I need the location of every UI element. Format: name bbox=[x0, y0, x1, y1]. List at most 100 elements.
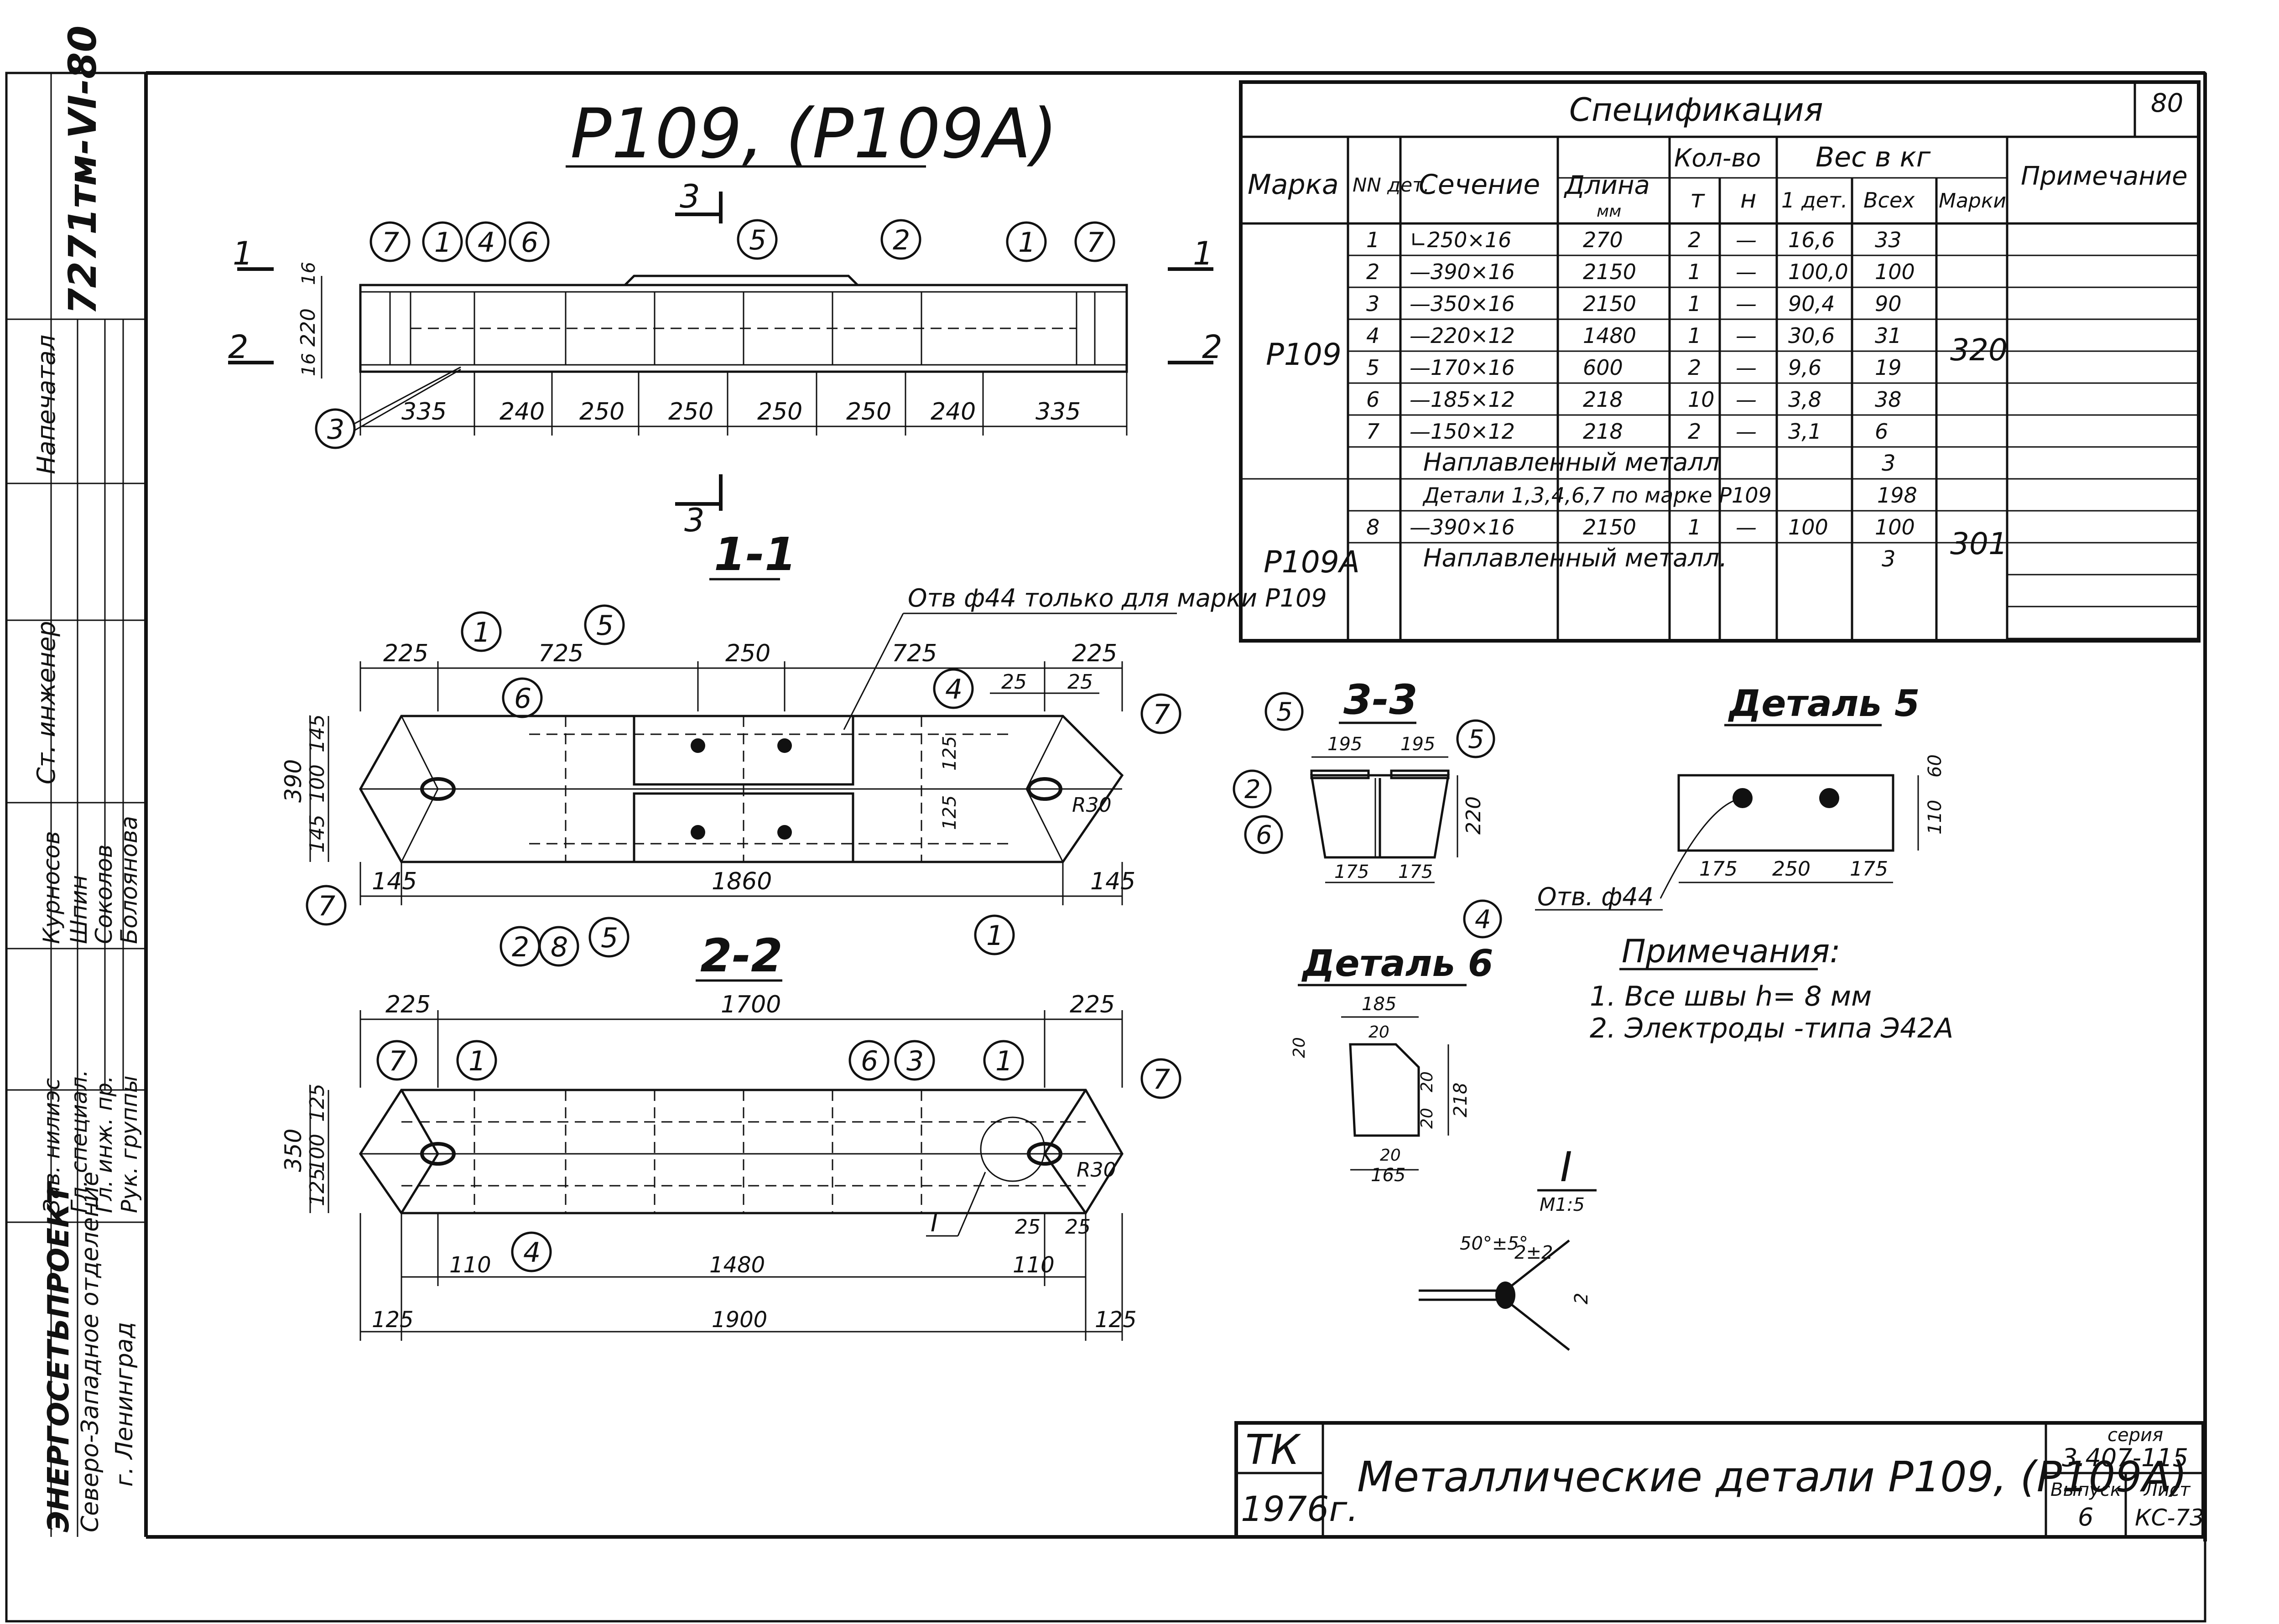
dim-s22-b1-3: 110 bbox=[1013, 1252, 1055, 1278]
svg-text:7: 7 bbox=[318, 890, 335, 922]
dim-top-7: 240 bbox=[931, 398, 976, 425]
detail-6: Деталь 6 185 20 20 20 218 20 165 20 bbox=[1290, 942, 1493, 1186]
tb-tk: ТК bbox=[1245, 1426, 1301, 1474]
tb-seria-label: серия bbox=[2107, 1425, 2163, 1446]
spec-cell-t: 2 bbox=[1688, 419, 1701, 444]
spec-cell-t: 1 bbox=[1688, 291, 1701, 316]
balloon-top-4: 4 bbox=[465, 221, 506, 262]
stamp-org: ЭНЕРГОСЕТЬПРОЕКТ bbox=[42, 1182, 76, 1532]
svg-text:6: 6 bbox=[861, 1045, 878, 1077]
dim-s22-left-2: 100 bbox=[306, 1134, 329, 1172]
dim-top-5: 250 bbox=[757, 398, 802, 425]
spec-cell-len: 2150 bbox=[1583, 291, 1636, 316]
dim-top-4: 250 bbox=[668, 398, 713, 425]
balloon-s11-2: 2 bbox=[500, 926, 541, 967]
stamp-role-2: Ст. инженер bbox=[32, 621, 61, 784]
balloon-s22-3: 3 bbox=[894, 1040, 935, 1081]
spec-cell-t: 1 bbox=[1688, 515, 1701, 540]
svg-text:1 дет.: 1 дет. bbox=[1781, 188, 1847, 213]
spec-mark-p109: Р109 bbox=[1266, 337, 1342, 372]
spec-cell-len: 218 bbox=[1583, 387, 1623, 412]
dim-top-h3: 16 bbox=[298, 353, 319, 376]
svg-text:5: 5 bbox=[1468, 725, 1484, 754]
stamp-name-2: Шпин bbox=[66, 875, 92, 944]
spec-cell-n: 7 bbox=[1366, 419, 1379, 444]
dim-d5-2: 250 bbox=[1772, 857, 1811, 881]
note-1: 1. Все швы h= 8 мм bbox=[1590, 981, 1872, 1012]
spec-cell-all: 100 bbox=[1875, 259, 1915, 284]
node-I-label: I bbox=[931, 1209, 938, 1237]
balloon-s22-4: 4 bbox=[511, 1231, 552, 1272]
dim-top-2: 240 bbox=[500, 398, 545, 425]
spec-cell-n: 4 bbox=[1366, 323, 1379, 348]
section-3-3-title: 3-3 bbox=[1343, 676, 1418, 724]
spec-cell-one: 30,6 bbox=[1788, 323, 1835, 348]
dim-s22-b1-2: 1480 bbox=[709, 1252, 765, 1278]
balloon-s22-6: 6 bbox=[848, 1040, 890, 1081]
svg-text:Примечание: Примечание bbox=[2021, 161, 2188, 191]
spec-total-p109a: 301 bbox=[1950, 526, 2008, 561]
spec-cell-one: 16,6 bbox=[1788, 228, 1835, 252]
spec-cell-t: 1 bbox=[1688, 259, 1701, 284]
dim-s22-left-3: 125 bbox=[306, 1168, 329, 1206]
balloon-s11-4: 4 bbox=[933, 668, 974, 709]
spec-cell-len: 600 bbox=[1583, 355, 1623, 380]
spec-details-all: 198 bbox=[1877, 483, 1917, 508]
notes-title: Примечания: bbox=[1622, 933, 1841, 970]
section-1-1-title: 1-1 bbox=[714, 528, 796, 581]
spec-cell-n: 1 bbox=[1366, 228, 1379, 252]
dim-s33-top-1: 195 bbox=[1327, 734, 1362, 755]
svg-text:4: 4 bbox=[523, 1237, 541, 1269]
spec-cell-n: 6 bbox=[1366, 387, 1379, 412]
spec-cell-all: 31 bbox=[1875, 323, 1902, 348]
side-stamp: 7271тм-VI-80 Напечатал Ст. инженер Курно… bbox=[6, 26, 146, 1537]
dim-d6-2: 20 bbox=[1368, 1023, 1389, 1042]
stamp-code: 7271тм-VI-80 bbox=[60, 26, 105, 315]
spec-cell-sec: —350×16 bbox=[1410, 291, 1515, 316]
spec-cell-n: 8 bbox=[1366, 515, 1379, 540]
spec-cell-one: 3,8 bbox=[1788, 387, 1821, 412]
dim-d5-r2: 110 bbox=[1925, 800, 1946, 835]
svg-text:4: 4 bbox=[478, 227, 495, 259]
dim-s11-top-3: 250 bbox=[725, 640, 770, 667]
dim-s11-left-3: 145 bbox=[306, 815, 329, 853]
balloon-s33-2: 2 bbox=[1233, 769, 1272, 809]
section-2-2-title: 2-2 bbox=[700, 929, 783, 982]
balloon-s11-7b: 7 bbox=[306, 885, 347, 926]
page-number: 80 bbox=[2151, 88, 2183, 118]
svg-text:3: 3 bbox=[327, 414, 344, 446]
spec-cell-all: 90 bbox=[1875, 291, 1902, 316]
balloon-s33-5b: 5 bbox=[1456, 719, 1495, 758]
spec-cell-sec: —185×12 bbox=[1410, 387, 1515, 412]
spec-cell-h: — bbox=[1736, 355, 1757, 380]
balloon-s11-7a: 7 bbox=[1140, 693, 1181, 734]
svg-text:1: 1 bbox=[1018, 227, 1035, 259]
spec-cell-len: 270 bbox=[1583, 228, 1623, 252]
dim-top-6: 250 bbox=[846, 398, 891, 425]
balloon-top-5: 5 bbox=[737, 219, 778, 260]
hole-label: Отв. ф44 bbox=[1537, 882, 1654, 911]
dim-s33-top-2: 195 bbox=[1400, 734, 1435, 755]
dim-s33-h: 220 bbox=[1462, 796, 1485, 835]
section-1-1: 1-1 225 725 250 725 225 25 25 bbox=[280, 528, 1327, 967]
dim-s22-right-2: 25 bbox=[1065, 1215, 1091, 1239]
spec-cell-all: 6 bbox=[1875, 419, 1888, 444]
dim-s22-right-1: 25 bbox=[1015, 1215, 1041, 1239]
cut-mark-2-left: 2 bbox=[228, 328, 249, 366]
svg-text:7: 7 bbox=[1153, 699, 1170, 731]
spec-weld-all: 3 bbox=[1882, 451, 1896, 476]
spec-cell-len: 218 bbox=[1583, 419, 1623, 444]
dim-s11-left-1: 145 bbox=[306, 714, 329, 752]
spec-cell-t: 10 bbox=[1688, 387, 1715, 412]
spec-table: 80 Спецификация Марка NN дет. Сечение Дл… bbox=[1239, 80, 2201, 643]
dim-s11-r30: R30 bbox=[1072, 794, 1112, 817]
spec-cell-all: 33 bbox=[1875, 228, 1902, 252]
dim-d5-r1: 60 bbox=[1925, 754, 1946, 778]
spec-weld-all: 3 bbox=[1882, 546, 1896, 572]
svg-text:7: 7 bbox=[1087, 227, 1104, 259]
svg-text:5: 5 bbox=[596, 610, 614, 642]
node-I-thk: 2 bbox=[1571, 1293, 1592, 1304]
node-I-title: I bbox=[1560, 1143, 1572, 1191]
tb-name: Металлические детали Р109, (Р109А) bbox=[1357, 1453, 2187, 1501]
spec-cell-t: 1 bbox=[1688, 323, 1701, 348]
